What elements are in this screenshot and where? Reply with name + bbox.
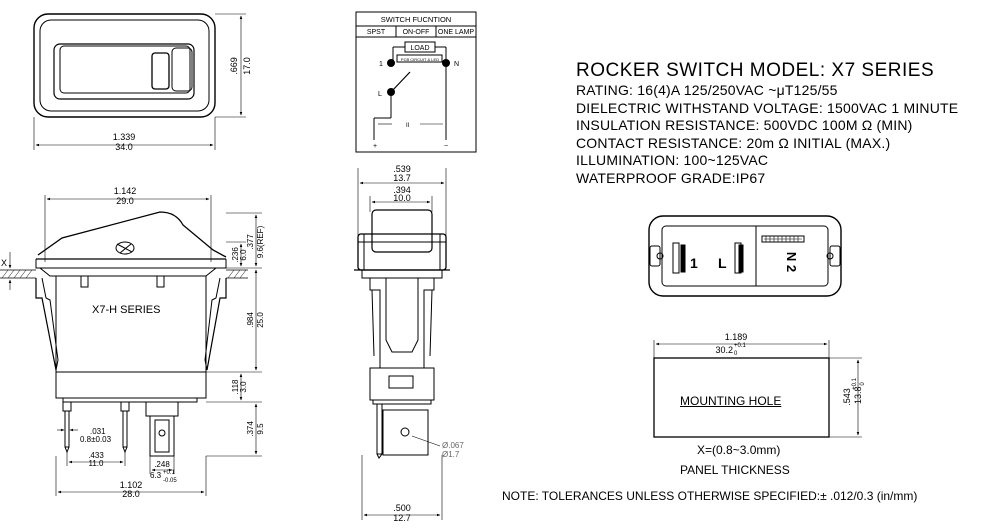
bottom-label-l: L [718, 255, 727, 271]
step-mm: 3.0 [239, 381, 248, 393]
series-label: X7-H SERIES [92, 304, 160, 316]
terminal-mm: 9.5 [256, 423, 265, 435]
mh-height-tol-plus: +0.1 [852, 377, 858, 390]
spec-block: ROCKER SWITCH MODEL: X7 SERIES RATING: 1… [576, 60, 958, 188]
pin-thk-mm: 0.8±0.03 [80, 435, 112, 444]
switch-function-table [355, 11, 477, 153]
mh-height-in: .543 [842, 388, 852, 406]
front-view [33, 13, 246, 150]
pin-pitch-in: .433 [88, 451, 104, 460]
tab-tol-plus: +0.1 [163, 470, 176, 476]
end-outer-in: .539 [393, 164, 411, 174]
bottom-width-in: 1.102 [120, 480, 143, 490]
end-outer-mm: 13.7 [393, 173, 411, 183]
bottom-label-n2: N 2 [784, 252, 799, 272]
tab-in: .248 [154, 460, 170, 469]
spec-title: ROCKER SWITCH MODEL: X7 SERIES [576, 60, 935, 81]
terminal-l-label: L [378, 91, 382, 98]
end-bottom-mm: 12.7 [393, 513, 411, 523]
load-label: LOAD [410, 45, 429, 52]
header-one-lamp: ONE LAMP [438, 29, 475, 36]
polarity-minus: − [444, 143, 448, 150]
tolerance-note: NOTE: TOLERANCES UNLESS OTHERWISE SPECIF… [502, 489, 918, 503]
spec-dielectric: DIELECTRIC WITHSTAND VOLTAGE: 1500VAC 1 … [576, 99, 959, 116]
mh-height-mm: 13.8 [853, 386, 863, 404]
pin-thk-in: .031 [90, 427, 106, 436]
front-width-mm: 34.0 [115, 142, 133, 152]
side-top-width-in: 1.142 [114, 186, 137, 196]
hole-in: Ø.067 [442, 441, 464, 450]
rocker-mm: 6.0 [239, 249, 248, 261]
terminal-1-label: 1 [379, 61, 383, 68]
header-spst: SPST [367, 29, 386, 36]
panel-thickness-label: PANEL THICKNESS [680, 463, 790, 477]
spec-illumination: ILLUMINATION: 100~125VAC [576, 152, 769, 169]
hole-mm: Ø1.7 [442, 450, 460, 459]
body-in: .984 [246, 312, 255, 328]
side-view [0, 195, 262, 496]
terminal-in: .374 [246, 421, 255, 437]
panel-thickness-range: X=(0.8~3.0mm) [697, 443, 781, 457]
spec-insulation: INSULATION RESISTANCE: 500VDC 100M Ω (MI… [576, 117, 913, 134]
center-mark: II [406, 123, 410, 129]
switch-function-title: SWITCH FUCNTION [381, 15, 451, 24]
mh-width-mm: 30.2 [715, 345, 733, 355]
tab-mm: 6.3 [150, 471, 162, 480]
end-view [354, 168, 450, 520]
mounting-hole-label: MOUNTING HOLE [680, 394, 782, 408]
bottom-label-1: 1 [690, 255, 698, 271]
end-bottom-in: .500 [393, 503, 411, 513]
spec-contact: CONTACT RESISTANCE: 20m Ω INITIAL (MAX.) [576, 134, 891, 151]
ref-mm: 9.6(REF) [256, 225, 265, 258]
rocker-in: .236 [231, 247, 240, 263]
bottom-view [648, 215, 842, 297]
mounting-hole [653, 340, 862, 438]
header-on-off: ON-OFF [403, 29, 430, 36]
end-inner-in: .394 [393, 185, 411, 195]
ref-in: .377 [246, 234, 255, 250]
spec-rating: RATING: 16(4)A 125/250VAC ~μT125/55 [576, 82, 838, 98]
polarity-plus: + [373, 143, 377, 150]
terminal-n-label: N [454, 61, 459, 68]
mh-width-in: 1.189 [725, 332, 748, 342]
step-in: .118 [231, 379, 240, 395]
front-height-mm: 17.0 [242, 57, 252, 75]
mh-width-tol-plus: +0.1 [734, 343, 747, 349]
mh-height-tol-minus: 0 [860, 382, 866, 386]
front-width-in: 1.339 [113, 132, 136, 142]
side-top-width-mm: 29.0 [116, 196, 134, 206]
end-inner-mm: 10.0 [393, 193, 411, 203]
x-mark: X [1, 258, 7, 268]
tab-tol-minus: -0.05 [163, 478, 177, 484]
pin-pitch-mm: 11.0 [89, 459, 105, 468]
circuit-label: PCB CIRCUIT & LED [401, 57, 439, 62]
body-mm: 25.0 [256, 312, 265, 328]
spec-waterproof: WATERPROOF GRADE:IP67 [576, 169, 766, 186]
mh-width-tol-minus: 0 [734, 351, 738, 357]
front-height-in: .669 [229, 57, 239, 75]
bottom-width-mm: 28.0 [122, 489, 140, 499]
